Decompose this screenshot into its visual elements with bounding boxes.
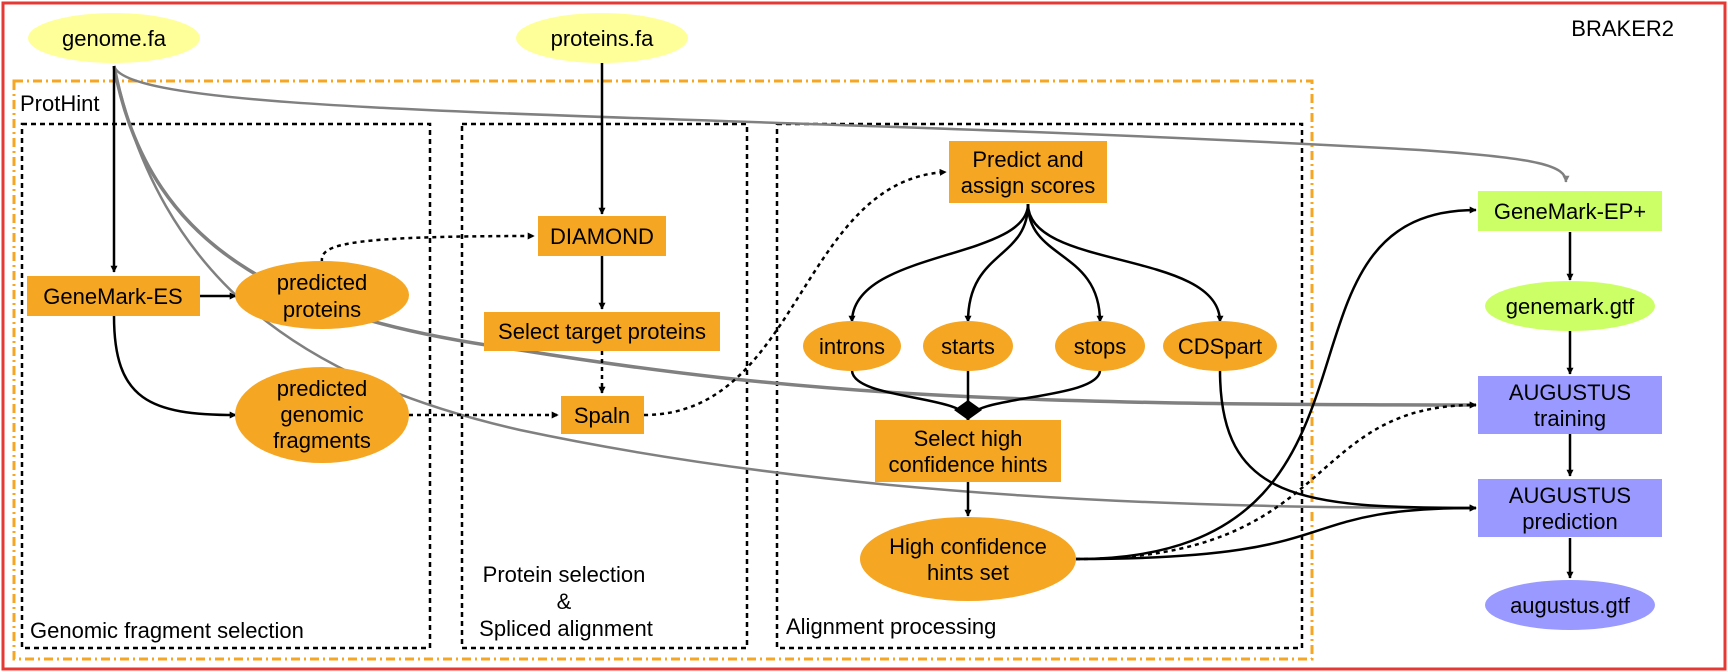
predicted-fragments-line3: fragments — [273, 428, 371, 453]
protein-selection-label-1: Protein selection — [483, 562, 646, 587]
select-target-label: Select target proteins — [498, 319, 706, 344]
protein-selection-label-3: Spliced alignment — [479, 616, 653, 641]
edge-predict-to-introns — [848, 203, 1030, 323]
node-genemark-gtf: genemark.gtf — [1485, 281, 1655, 331]
node-stops: stops — [1055, 321, 1145, 371]
edge-proteins-to-diamond — [320, 232, 535, 263]
prothint-label: ProtHint — [20, 91, 99, 116]
edge-predict-to-cdspart — [1026, 203, 1224, 323]
node-select-target-proteins: Select target proteins — [484, 312, 720, 351]
node-genome-fa: genome.fa — [28, 13, 200, 63]
node-augustus-training: AUGUSTUS training — [1478, 376, 1662, 434]
junction-diamond — [954, 400, 982, 420]
edge-genemark-es-to-fragments — [112, 315, 237, 419]
edge-hints-to-augustus-prediction — [1075, 504, 1477, 561]
node-genemark-es: GeneMark-ES — [27, 276, 200, 316]
node-spaln: Spaln — [561, 396, 644, 434]
genemark-ep-label: GeneMark-EP+ — [1494, 199, 1646, 224]
alignment-processing-label: Alignment processing — [786, 614, 996, 639]
edge-genome-to-augustus-prediction — [112, 65, 1477, 512]
diagram-title: BRAKER2 — [1571, 16, 1674, 41]
protein-selection-label-2: & — [557, 589, 572, 614]
high-conf-set-line1: High confidence — [889, 534, 1047, 559]
edge-predict-to-stops — [1026, 203, 1104, 323]
node-introns: introns — [803, 321, 901, 371]
predict-assign-line2: assign scores — [961, 173, 1096, 198]
edge-hints-to-augustus-training — [1075, 401, 1477, 561]
genome-fa-label: genome.fa — [62, 26, 167, 51]
edge-spaln-to-predict — [643, 168, 947, 417]
select-high-line2: confidence hints — [889, 452, 1048, 477]
genomic-fragment-label: Genomic fragment selection — [30, 618, 304, 643]
alignment-processing-cluster — [775, 122, 1304, 650]
node-predict-assign-scores: Predict and assign scores — [949, 141, 1107, 203]
predicted-proteins-line2: proteins — [283, 297, 361, 322]
augustus-training-line2: training — [1534, 406, 1606, 431]
high-conf-set-line2: hints set — [927, 560, 1009, 585]
augustus-prediction-line2: prediction — [1522, 509, 1617, 534]
prothint-cluster — [12, 79, 1314, 661]
augustus-gtf-label: augustus.gtf — [1510, 593, 1631, 618]
edge-predict-to-starts — [964, 203, 1030, 323]
node-genemark-ep: GeneMark-EP+ — [1478, 191, 1662, 231]
node-predicted-fragments: predicted genomic fragments — [235, 367, 409, 463]
starts-label: starts — [941, 334, 995, 359]
diamond-label: DIAMOND — [550, 224, 654, 249]
edge-cdspart-to-augustus-prediction — [1218, 369, 1477, 512]
predicted-fragments-line1: predicted — [277, 376, 368, 401]
edge-genome-to-genemark-ep — [112, 65, 1570, 183]
augustus-prediction-line1: AUGUSTUS — [1509, 483, 1631, 508]
node-starts: starts — [923, 321, 1013, 371]
select-high-line1: Select high — [914, 426, 1023, 451]
proteins-fa-label: proteins.fa — [551, 26, 654, 51]
genemark-gtf-label: genemark.gtf — [1506, 294, 1635, 319]
edge-hints-to-genemark-ep — [1075, 206, 1477, 561]
node-cdspart: CDSpart — [1163, 321, 1277, 371]
node-predicted-proteins: predicted proteins — [235, 261, 409, 329]
genemark-es-label: GeneMark-ES — [43, 284, 182, 309]
node-select-high-confidence: Select high confidence hints — [875, 420, 1061, 482]
node-proteins-fa: proteins.fa — [516, 13, 688, 63]
node-augustus-gtf: augustus.gtf — [1485, 580, 1655, 630]
node-high-confidence-set: High confidence hints set — [860, 517, 1076, 601]
predict-assign-line1: Predict and — [972, 147, 1083, 172]
edge-stops-to-select-high — [964, 369, 1102, 421]
predicted-fragments-line2: genomic — [280, 402, 363, 427]
edge-genome-to-augustus-training — [112, 65, 1477, 409]
spaln-label: Spaln — [574, 403, 630, 428]
node-diamond: DIAMOND — [538, 216, 666, 256]
cdspart-label: CDSpart — [1178, 334, 1262, 359]
stops-label: stops — [1074, 334, 1127, 359]
introns-label: introns — [819, 334, 885, 359]
genomic-fragment-cluster — [20, 122, 432, 650]
augustus-training-line1: AUGUSTUS — [1509, 380, 1631, 405]
predicted-proteins-line1: predicted — [277, 270, 368, 295]
node-augustus-prediction: AUGUSTUS prediction — [1478, 479, 1662, 537]
